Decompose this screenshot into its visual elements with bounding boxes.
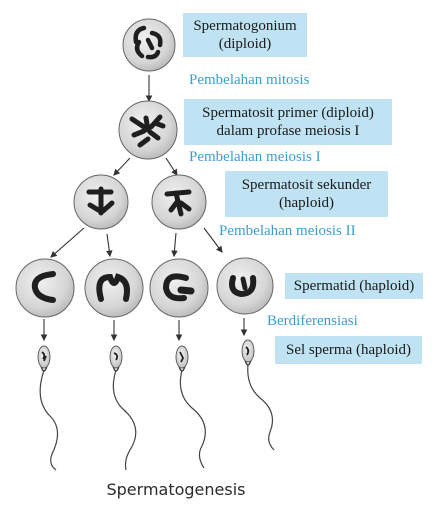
process-mitosis: Pembelahan mitosis bbox=[189, 72, 310, 88]
label-secondary-spermatocyte: Spermatosit sekunder (haploid) bbox=[225, 171, 388, 217]
label-spermatid: Spermatid (haploid) bbox=[285, 273, 423, 299]
secondary-spermatocyte-right-cell bbox=[151, 174, 207, 230]
arrow-meiosis1-right bbox=[165, 157, 178, 176]
arrow-meiosis1-left bbox=[113, 157, 131, 176]
sperm-cell-4 bbox=[241, 339, 275, 451]
spermatid-cell-4 bbox=[216, 257, 274, 315]
label-spermatogonium: Spermatogonium (diploid) bbox=[183, 13, 307, 57]
sperm-cell-3 bbox=[175, 345, 206, 469]
process-differentiation: Berdiferensiasi bbox=[267, 313, 358, 329]
connector-arrows bbox=[40, 75, 248, 342]
sperm-cell-1 bbox=[37, 345, 59, 471]
label-primary-spermatocyte: Spermatosit primer (diploid) dalam profa… bbox=[184, 99, 392, 145]
spermatid-cell-1 bbox=[15, 258, 75, 318]
secondary-spermatocyte-left-cell bbox=[73, 174, 129, 230]
sperm-cell-2 bbox=[109, 345, 137, 471]
spermatid-cell-2 bbox=[84, 258, 144, 318]
process-meiosis-2: Pembelahan meiosis II bbox=[219, 223, 356, 239]
arrow-meiosis2-b bbox=[105, 233, 113, 258]
spermatid-cell-3 bbox=[149, 258, 209, 318]
label-sperm-cell: Sel sperma (haploid) bbox=[275, 336, 422, 364]
spermatogonium-cell bbox=[122, 18, 176, 72]
process-meiosis-1: Pembelahan meiosis I bbox=[189, 149, 321, 165]
diagram-caption: Spermatogenesis bbox=[106, 480, 246, 499]
arrow-meiosis2-a bbox=[50, 227, 85, 258]
primary-spermatocyte-cell bbox=[118, 100, 178, 160]
arrow-meiosis2-d bbox=[203, 227, 223, 253]
arrow-meiosis2-c bbox=[171, 232, 178, 258]
